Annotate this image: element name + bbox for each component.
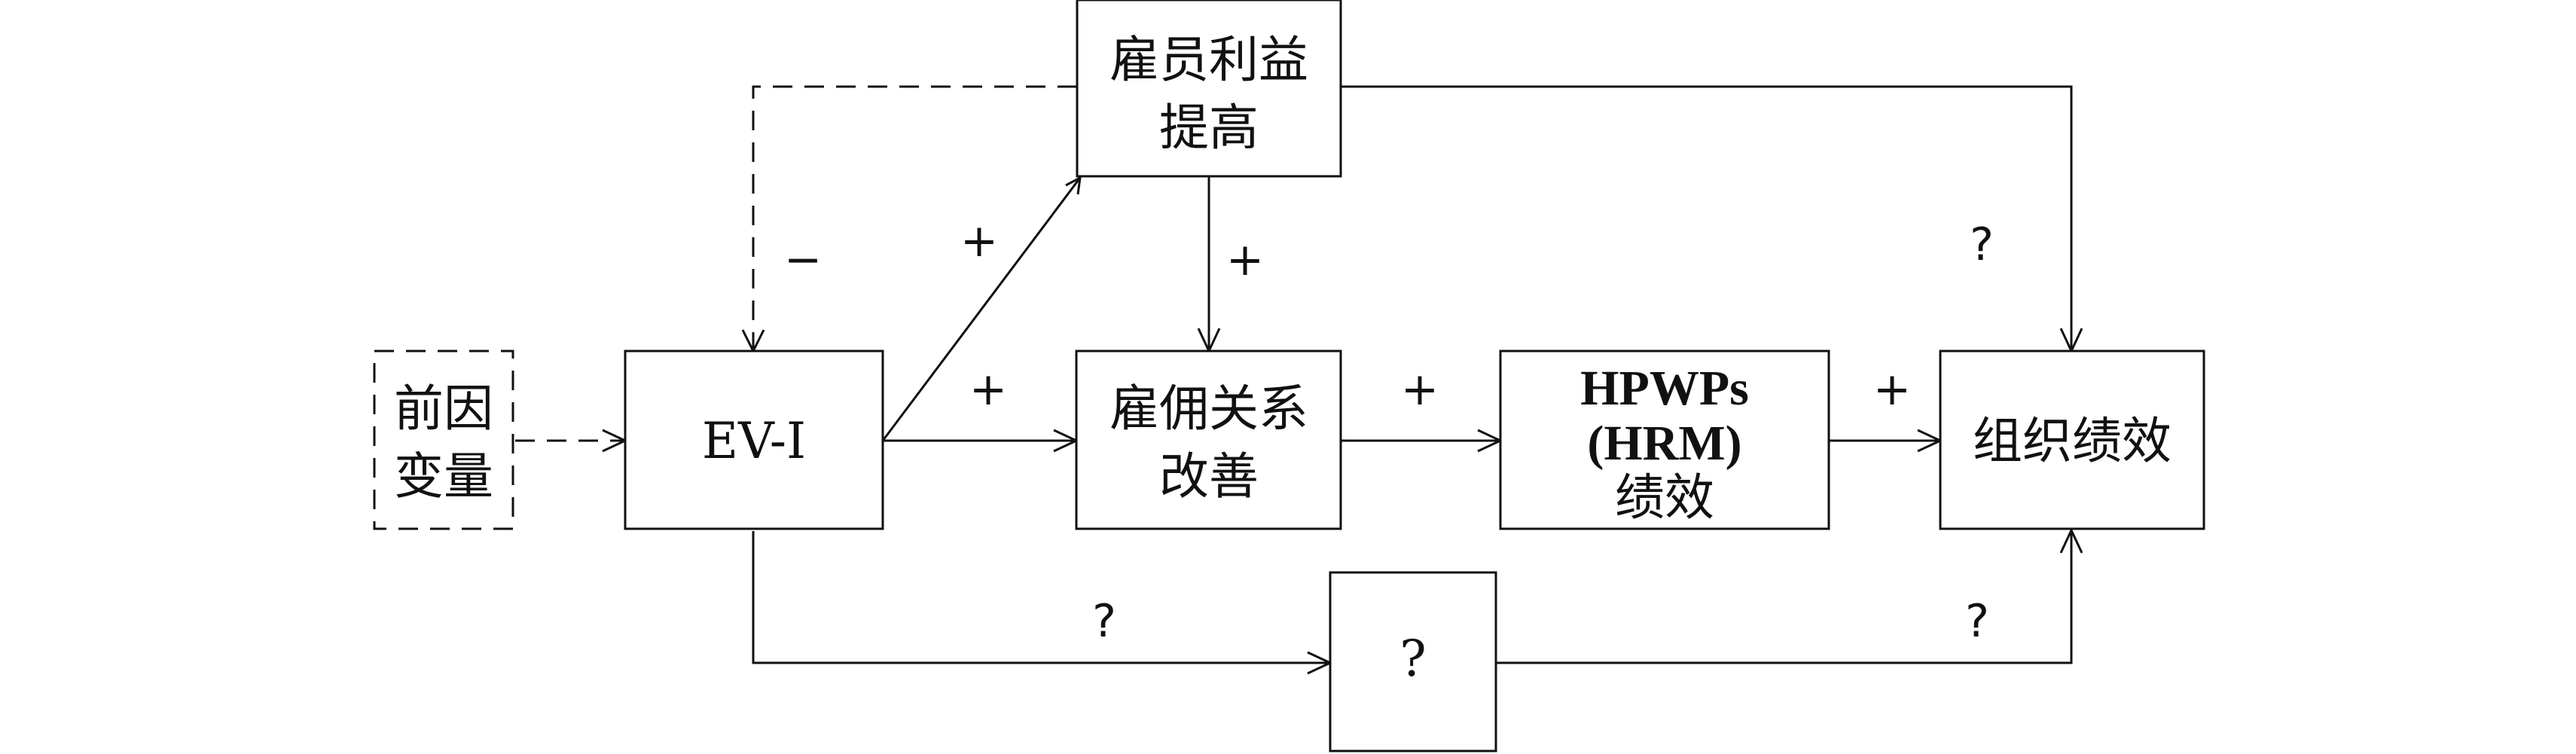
node-employee-benefit: [1076, 0, 1342, 178]
relation-improve-label-line1: 雇佣关系: [1109, 380, 1308, 438]
edge-ev1-to-benefit: [881, 177, 1082, 441]
edge-benefit-to-org: [1341, 85, 2073, 348]
node-relation-improve: [1075, 350, 1342, 530]
sign-ev1-to-relation: +: [969, 363, 1007, 416]
sign-ev1-to-benefit: +: [960, 215, 998, 267]
node-ev1: [624, 350, 884, 530]
sign-benefit-to-ev1: −: [784, 234, 822, 286]
edge-unknown-to-org-arrowhead: [2059, 527, 2083, 554]
edge-ev1-to-benefit-arrowhead: [1065, 176, 1082, 195]
edge-benefit-to-ev1: [752, 85, 1077, 348]
edge-ev1-to-unknown: [752, 531, 1327, 664]
sign-ev1-to-unknown: ?: [1092, 595, 1116, 648]
sign-relation-to-hpwps: +: [1401, 363, 1439, 416]
node-unknown: [1329, 571, 1497, 752]
sign-benefit-to-org: ?: [1970, 218, 1994, 271]
ev1-label: EV-Ⅰ: [702, 412, 806, 470]
sign-unknown-to-org: ?: [1965, 595, 1989, 648]
employee-benefit-label-line2: 提高: [1159, 99, 1259, 157]
node-antecedents: [373, 350, 514, 530]
relation-improve-label-line2: 改善: [1159, 447, 1259, 505]
node-hpwps: [1499, 350, 1830, 530]
sign-hpwps-to-org: +: [1873, 363, 1911, 416]
hpwps-label-line2: (HRM): [1587, 416, 1741, 471]
hpwps-label-line1: HPWPs: [1580, 361, 1749, 416]
unknown-label: ?: [1399, 630, 1426, 688]
node-org-performance: [1939, 350, 2205, 530]
edge-unknown-to-org: [1496, 533, 2073, 664]
employee-benefit-label-line1: 雇员利益: [1109, 31, 1308, 89]
org-performance-label: 组织绩效: [1973, 412, 2172, 470]
antecedents-label-line2: 变量: [394, 447, 493, 505]
hpwps-label-line3: 绩效: [1615, 469, 1714, 527]
antecedents-label-line1: 前因: [394, 380, 493, 438]
sign-benefit-to-relation: +: [1226, 234, 1264, 286]
